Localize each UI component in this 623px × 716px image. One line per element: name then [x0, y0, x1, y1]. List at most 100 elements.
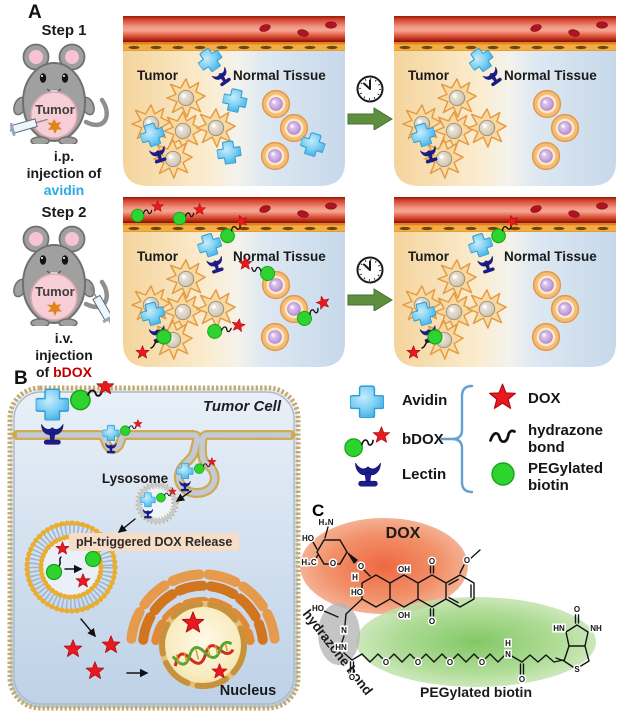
clock-icon [348, 258, 392, 312]
peg-biotin-structure-label: PEGylated biotin [420, 684, 532, 700]
panel-a-label: A [28, 2, 42, 23]
normal-cell-icon [260, 322, 290, 352]
tissue-panel-step2-after: Tumor Normal Tissue [394, 197, 616, 367]
tumor-cell-label: Tumor Cell [203, 398, 282, 415]
normal-region-label: Normal Tissue [233, 68, 326, 83]
legend: Avidin bDOX Lectin DOX hydrazone bond PE… [338, 379, 622, 507]
svg-text:OH: OH [398, 565, 410, 574]
pegylated-biotin-icon [491, 462, 515, 486]
panel-b: Tumor Cell Lysosome [5, 381, 305, 715]
avidin-icon [350, 384, 384, 418]
pegylated-biotin-icon [156, 329, 172, 345]
svg-text:NH: NH [590, 624, 602, 633]
svg-text:O: O [330, 559, 336, 568]
step1-column: Step 1 Tumor i.p. injection of avidin [6, 14, 122, 198]
injection-line3: avidin [6, 182, 122, 199]
normal-cell-icon [532, 270, 562, 300]
pegylated-biotin-icon [45, 563, 63, 581]
normal-cell-icon [261, 89, 291, 119]
red-blood-cell-icon [596, 202, 608, 210]
lysosome-bilayer [24, 520, 118, 614]
svg-text:O: O [574, 605, 580, 614]
injection-text-step1: i.p. injection of avidin [6, 148, 122, 199]
endothelium [394, 42, 616, 51]
ph-release-label: pH-triggered DOX Release [69, 533, 240, 551]
svg-text:OH: OH [398, 611, 410, 620]
time-clock-arrow [346, 255, 394, 311]
dox-icon [488, 383, 517, 412]
svg-text:O: O [349, 673, 355, 682]
arrow [117, 518, 136, 533]
normal-cell-icon [550, 113, 580, 143]
injection-line2: injection [35, 347, 93, 364]
svg-text:H: H [505, 639, 511, 648]
svg-text:HO: HO [351, 588, 363, 597]
injection-text-step2: i.v. injection of bDOX [6, 330, 122, 381]
mouse-tumor-label: Tumor [35, 284, 75, 299]
drug-name-avidin: avidin [43, 182, 85, 199]
svg-text:H: H [352, 573, 358, 582]
peg-biotin-highlight-ellipse [356, 597, 596, 687]
lysosome-vesicle [135, 481, 179, 525]
svg-text:HO: HO [302, 534, 314, 543]
legend-peg-biotin-label: PEGylated biotin [528, 460, 604, 494]
syringe-ip-icon [10, 112, 51, 139]
svg-text:HO: HO [312, 604, 324, 613]
step1-title: Step 1 [41, 22, 87, 39]
hydrazone-bond-icon [150, 341, 159, 349]
svg-text:N: N [341, 626, 347, 635]
tissue-panel-step1-before: Tumor Normal Tissue [123, 16, 345, 186]
clock-icon [348, 77, 392, 131]
lysosome-label: Lysosome [102, 471, 169, 486]
blood-vessel [123, 16, 345, 42]
blood-vessel [394, 197, 616, 223]
svg-text:O: O [464, 556, 470, 565]
hydrazone-bond-icon [489, 427, 516, 445]
dox-highlight-ellipse [300, 518, 468, 614]
injection-line2: injection of [26, 165, 102, 182]
dna-icon [171, 640, 235, 667]
svg-text:S: S [574, 665, 580, 674]
svg-text:O: O [429, 617, 435, 626]
normal-cell-icon [260, 141, 290, 171]
endothelium [394, 223, 616, 232]
panel-b-label: B [14, 368, 28, 389]
drug-name-bdox: bDOX [53, 364, 92, 381]
hydrazone-highlight-ellipse [318, 603, 360, 665]
normal-region-label: Normal Tissue [233, 249, 326, 264]
svg-text:HN: HN [335, 643, 347, 652]
time-clock-arrow [346, 74, 394, 130]
normal-cell-icon [531, 322, 561, 352]
red-blood-cell-icon [596, 21, 608, 29]
svg-text:O: O [358, 562, 364, 571]
svg-text:HN: HN [553, 624, 565, 633]
legend-avidin-label: Avidin [402, 392, 448, 409]
endothelium [123, 42, 345, 51]
panel-c-label: C [312, 501, 324, 520]
atom-labels: H₂N HO H₃C O O H OH O O OH O HO HO N HN … [300, 517, 603, 686]
mouse-step2 [10, 222, 110, 326]
normal-cell-icon [550, 294, 580, 324]
pegylated-biotin-icon [427, 329, 443, 345]
bdox-icon [344, 425, 392, 458]
tumor-region-label: Tumor [137, 249, 179, 264]
arrow [175, 490, 192, 502]
legend-hydrazone-label: hydrazone bond [528, 422, 604, 456]
svg-text:H₃C: H₃C [301, 558, 316, 567]
legend-bracket [439, 384, 474, 494]
pegylated-biotin-icon [84, 550, 102, 568]
injection-route: i.p. [53, 148, 75, 164]
mouse-tumor-label: Tumor [35, 102, 75, 117]
nucleus [159, 601, 247, 689]
svg-text:H₂N: H₂N [318, 518, 333, 527]
normal-cell-icon [532, 89, 562, 119]
normal-region-label: Normal Tissue [504, 249, 597, 264]
arrow [80, 618, 96, 638]
tissue-panel-step2-before: Tumor Normal Tissue [123, 197, 345, 367]
step2-title: Step 2 [41, 204, 87, 221]
normal-region-label: Normal Tissue [504, 68, 597, 83]
tumor-region-label: Tumor [137, 68, 179, 83]
legend-bdox-label: bDOX [402, 431, 444, 448]
normal-cell-icon [531, 141, 561, 171]
